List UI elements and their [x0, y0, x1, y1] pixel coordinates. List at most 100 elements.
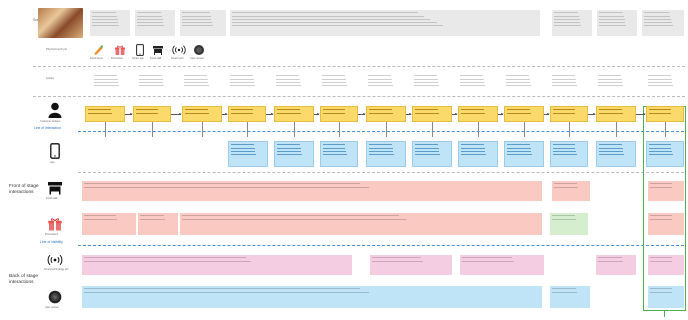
text-line: [553, 112, 576, 114]
text-line: [506, 75, 529, 77]
text-line: [460, 78, 484, 80]
text-line: [648, 75, 671, 77]
text-line: [552, 75, 575, 77]
app-card: [412, 141, 452, 167]
text-line: [414, 84, 440, 86]
text-line: [323, 150, 347, 152]
text-line: [599, 12, 623, 14]
text-line: [137, 25, 165, 26]
smart-tech-label: Smart technology IoT: [44, 268, 69, 271]
text-line: [139, 81, 164, 83]
connector: [247, 122, 248, 137]
text-line: [184, 81, 209, 83]
text-line: [84, 260, 252, 262]
text-line: [139, 75, 162, 77]
text-line: [644, 21, 672, 23]
text-line: [372, 257, 422, 259]
text-line: [599, 15, 624, 17]
action-card: [182, 106, 222, 122]
text-line: [507, 147, 531, 149]
text-line: [598, 257, 622, 259]
text-line: [231, 144, 254, 146]
text-line: [92, 18, 118, 20]
text-line: [507, 144, 530, 146]
connector: [152, 122, 153, 137]
text-line: [369, 147, 393, 149]
text-line: [276, 75, 299, 77]
flow-arrow: [406, 113, 412, 115]
separator-line: [33, 66, 685, 67]
text-line: [231, 112, 254, 114]
text-line: [552, 215, 575, 217]
activity-text: [228, 73, 266, 91]
text-line: [88, 109, 111, 111]
text-line: [137, 12, 161, 14]
text-line: [136, 112, 159, 114]
separator-line: [33, 96, 685, 97]
activity-text: [596, 73, 634, 91]
connector: [386, 122, 387, 137]
text-line: [94, 75, 117, 77]
text-line: [230, 75, 253, 77]
text-line: [276, 81, 301, 83]
user-sensor-icon: [193, 44, 205, 56]
text-line: [322, 78, 346, 80]
promotion-highlight-card: [550, 213, 588, 235]
text-line: [650, 260, 673, 262]
text-line: [598, 84, 624, 86]
text-line: [599, 153, 625, 155]
text-line: [369, 153, 395, 155]
text-line: [506, 81, 531, 83]
text-line: [84, 291, 370, 293]
flow-arrow: [125, 113, 133, 115]
text-line: [277, 109, 300, 111]
action-card: [274, 106, 314, 122]
header-note-wide: [230, 10, 540, 36]
text-line: [94, 78, 118, 80]
action-card: [133, 106, 171, 122]
food-stall-icon-label: Food stall: [150, 57, 162, 60]
text-line: [649, 147, 672, 149]
smart-tech-band: [460, 255, 544, 275]
smart-tech-band: [648, 255, 684, 275]
food-stall-lane-label: Food stall: [46, 197, 58, 200]
line-of-interaction: [78, 131, 684, 132]
text-line: [553, 109, 575, 111]
text-line: [644, 12, 670, 14]
text-line: [506, 84, 532, 86]
food-icon: [92, 44, 104, 56]
text-line: [323, 144, 345, 146]
line-of-visibility-label: Line of visibility: [40, 240, 63, 244]
text-line: [599, 21, 626, 23]
header-note: [597, 10, 637, 36]
text-line: [182, 18, 212, 20]
line-of-visibility: [78, 245, 684, 246]
text-line: [649, 153, 673, 155]
activity-text: [412, 73, 450, 91]
app-lane-label: App: [50, 161, 55, 164]
separator-line: [78, 172, 684, 173]
flow-arrow: [222, 113, 228, 115]
text-line: [506, 78, 530, 80]
text-line: [650, 257, 672, 259]
app-card: [458, 141, 498, 167]
wifi-signal-icon: [172, 44, 186, 56]
activity-text: [137, 73, 175, 91]
text-line: [415, 150, 440, 152]
text-line: [182, 218, 407, 220]
text-line: [136, 109, 158, 111]
app-card: [366, 141, 406, 167]
text-line: [552, 81, 577, 83]
phone-icon-label: Smart app: [132, 57, 144, 60]
text-line: [650, 183, 672, 185]
text-line: [598, 81, 623, 83]
text-line: [554, 21, 581, 23]
text-line: [84, 218, 118, 220]
text-line: [84, 183, 360, 185]
text-line: [650, 218, 673, 220]
text-line: [139, 78, 163, 80]
text-line: [554, 18, 580, 20]
user-sensor-lane-icon: [48, 290, 62, 304]
text-line: [461, 144, 484, 146]
gift-icon: [114, 44, 126, 56]
